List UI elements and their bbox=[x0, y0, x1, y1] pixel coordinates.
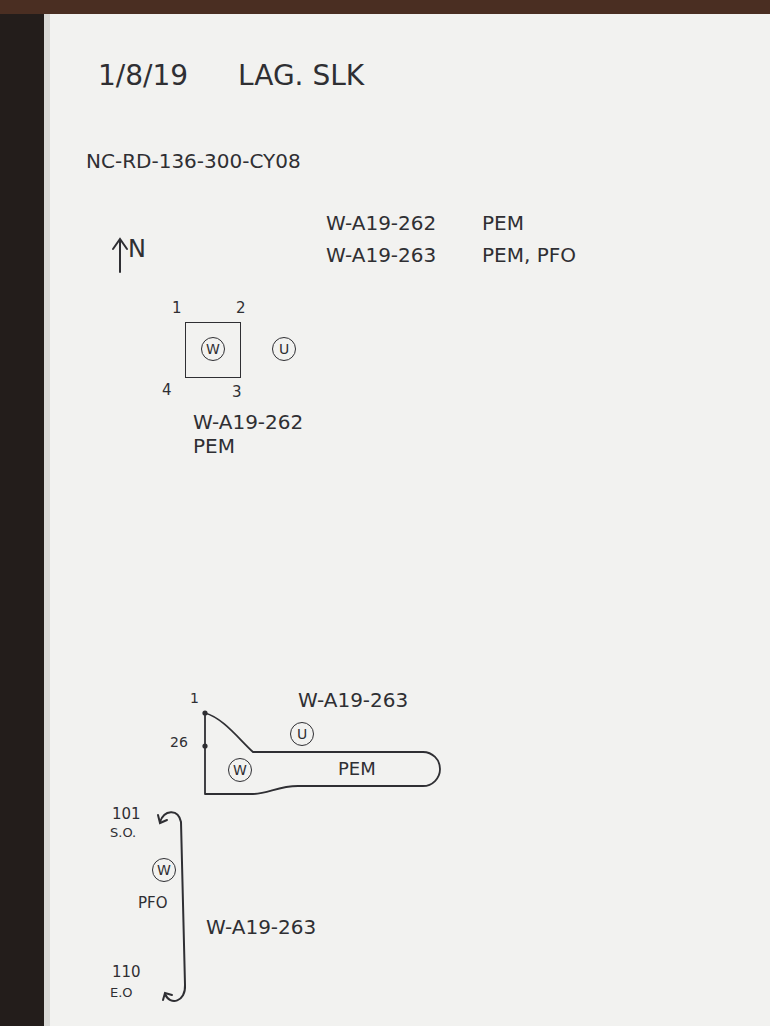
north-arrow bbox=[113, 239, 127, 272]
wetland-point: W bbox=[228, 758, 252, 782]
point-letter: U bbox=[279, 342, 289, 356]
wetland-class: PEM bbox=[482, 212, 524, 235]
paper-edge bbox=[44, 14, 50, 1026]
corner-number: 3 bbox=[232, 384, 242, 401]
wetland-id: W-A19-263 bbox=[206, 916, 316, 939]
project-id: NC-RD-136-300-CY08 bbox=[86, 150, 301, 173]
point-number: 110 bbox=[112, 964, 141, 981]
site-code: LAG. SLK bbox=[238, 60, 364, 92]
point-note: E.O bbox=[110, 986, 133, 1001]
wetland-outline: W-A19-263PEM W bbox=[198, 688, 445, 800]
upland-point: U bbox=[272, 337, 296, 361]
wetland-class: PEM bbox=[338, 758, 376, 780]
paper-sheet bbox=[44, 14, 770, 1026]
wetland-id: W-A19-263 bbox=[326, 244, 436, 267]
wetland-class: PEM, PFO bbox=[482, 244, 576, 267]
point-note: S.O. bbox=[110, 826, 136, 841]
point-number: 26 bbox=[170, 734, 188, 750]
north-letter: N bbox=[128, 236, 146, 264]
wetland-id: W-A19-262 bbox=[326, 212, 436, 235]
wetland-point: W bbox=[152, 858, 176, 882]
date: 1/8/19 bbox=[98, 60, 188, 92]
top-edge bbox=[0, 0, 770, 14]
point-letter: W bbox=[206, 342, 220, 356]
wetland-point: W bbox=[201, 337, 225, 361]
corner-number: 1 bbox=[172, 300, 182, 317]
point-letter: U bbox=[297, 727, 307, 741]
corner-number: 2 bbox=[236, 300, 246, 317]
point-number: 1 bbox=[190, 690, 199, 706]
boundary-line bbox=[205, 713, 440, 794]
point-letter: W bbox=[157, 863, 171, 877]
point-number: 101 bbox=[112, 806, 141, 823]
corner-number: 4 bbox=[162, 382, 172, 399]
plot-square: W-A19-262 PEM W bbox=[185, 322, 313, 458]
point-letter: W bbox=[233, 763, 247, 777]
upland-point: U bbox=[290, 722, 314, 746]
wetland-id: W-A19-263 bbox=[298, 688, 408, 712]
wetland-class: PFO bbox=[138, 895, 167, 912]
wetland-id: W-A19-262 PEM bbox=[193, 410, 313, 458]
